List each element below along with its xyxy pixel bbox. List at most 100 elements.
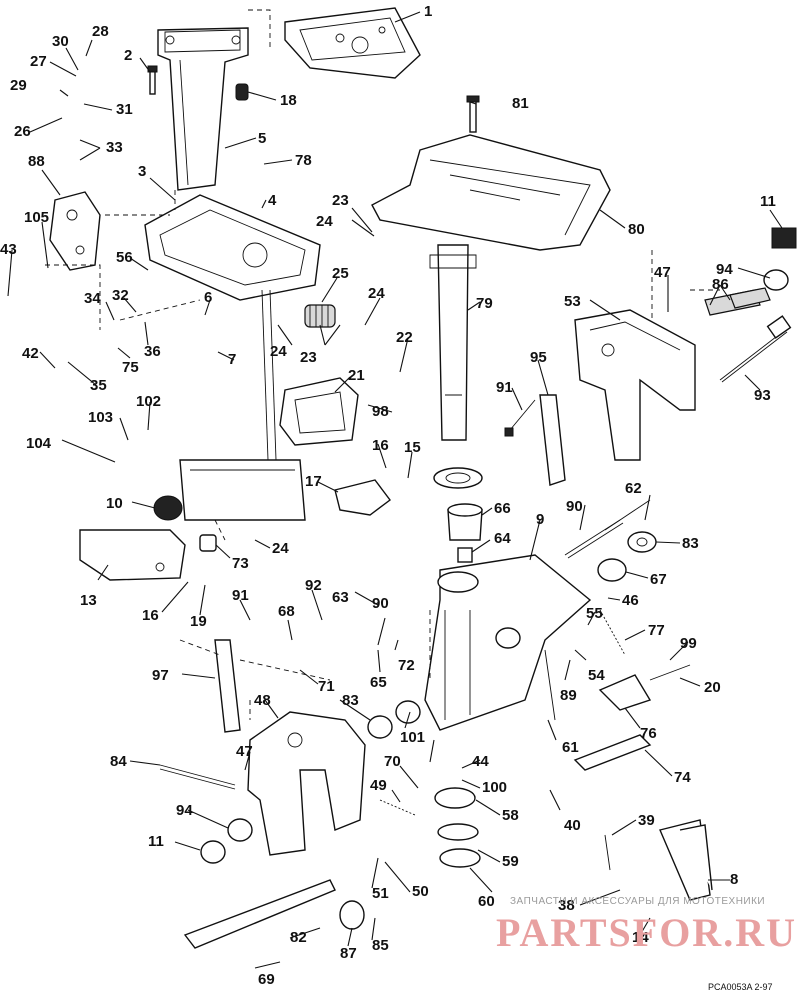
- callout-22: 22: [396, 329, 413, 346]
- assembly-lines: [45, 9, 720, 720]
- part-94-bushing-drawing-left: [227, 818, 253, 842]
- callout-88: 88: [28, 153, 45, 170]
- figure-code: PCA0053A 2-97: [708, 982, 773, 992]
- part-73-drawing: [199, 534, 217, 552]
- part-83-washer-drawing-right: [627, 531, 657, 553]
- callout-23a: 23: [332, 192, 349, 209]
- callout-3: 3: [138, 163, 146, 180]
- part-5-exhaust-tube-drawing: [157, 27, 249, 191]
- callout-9: 9: [536, 511, 544, 528]
- callout-16a: 16: [372, 437, 389, 454]
- callout-6: 6: [204, 289, 212, 306]
- part-18-grommet-drawing: [235, 83, 249, 101]
- part-59-ring-drawing: [437, 823, 479, 841]
- callout-81: 81: [512, 95, 529, 112]
- part-94-bushing-drawing: [763, 269, 789, 291]
- part-8-plate-drawing: [659, 819, 713, 901]
- callout-93: 93: [754, 387, 771, 404]
- callout-21: 21: [348, 367, 365, 384]
- callout-69: 69: [258, 971, 275, 988]
- callout-103: 103: [88, 409, 113, 426]
- part-17-plate-drawing: [334, 479, 391, 516]
- part-83-washer-drawing-left: [367, 715, 393, 739]
- part-88-bracket-drawing: [49, 191, 101, 271]
- callout-67: 67: [650, 571, 667, 588]
- part-80-cover-drawing: [371, 134, 611, 251]
- part-79-steering-tube-drawing: [429, 244, 477, 441]
- callout-78: 78: [295, 152, 312, 169]
- callout-83a: 83: [682, 535, 699, 552]
- part-77-spring-drawing: [599, 609, 626, 656]
- callout-18: 18: [280, 92, 297, 109]
- part-53-clamp-bracket-drawing: [574, 309, 696, 461]
- callout-97: 97: [152, 667, 169, 684]
- callout-65: 65: [370, 674, 387, 691]
- watermark: ЗАПЧАСТИ И АКСЕССУАРЫ ДЛЯ МОТОТЕХНИКИ PA…: [496, 896, 795, 955]
- callout-23b: 23: [300, 349, 317, 366]
- part-70-bushing-drawing: [395, 700, 421, 724]
- callout-79: 79: [476, 295, 493, 312]
- part-11-bushing-drawing-left: [200, 840, 226, 864]
- part-62-bolt-drawing: [604, 499, 651, 531]
- callout-54: 54: [588, 667, 605, 684]
- part-66-bushing-drawing: [447, 503, 483, 541]
- callout-76: 76: [640, 725, 657, 742]
- part-93-rod-drawing: [719, 315, 792, 383]
- part-97-lever-drawing: [214, 639, 241, 733]
- callout-91b: 91: [232, 587, 249, 604]
- callout-24a: 24: [316, 213, 333, 230]
- callout-62: 62: [625, 480, 642, 497]
- callout-55: 55: [586, 605, 603, 622]
- part-76-lever-drawing: [598, 674, 652, 711]
- callout-80: 80: [628, 221, 645, 238]
- callout-53: 53: [564, 293, 581, 310]
- part-39-drawing: [604, 834, 611, 871]
- callout-24b: 24: [368, 285, 385, 302]
- callout-77: 77: [648, 622, 665, 639]
- callout-82: 82: [290, 929, 307, 946]
- callout-13: 13: [80, 592, 97, 609]
- callout-39: 39: [638, 812, 655, 829]
- callout-20: 20: [704, 679, 721, 696]
- callout-98: 98: [372, 403, 389, 420]
- callout-27: 27: [30, 53, 47, 70]
- callout-56: 56: [116, 249, 133, 266]
- callout-24c: 24: [270, 343, 287, 360]
- part-60-ring-drawing: [439, 848, 481, 868]
- callout-58: 58: [502, 807, 519, 824]
- callout-61: 61: [562, 739, 579, 756]
- part-95-lever-drawing: [539, 394, 566, 486]
- callout-84: 84: [110, 753, 127, 770]
- callout-104: 104: [26, 435, 52, 452]
- part-21-lower-mount-drawing: [279, 377, 359, 446]
- callout-47a: 47: [654, 264, 671, 281]
- callout-44: 44: [472, 753, 489, 770]
- part-90-pin-drawing-right: [564, 519, 624, 559]
- callout-83b: 83: [342, 692, 359, 709]
- callout-75: 75: [122, 359, 139, 376]
- lower-housing-drawing: [179, 459, 306, 521]
- callout-30: 30: [52, 33, 69, 50]
- callout-7: 7: [228, 351, 236, 368]
- part-86-sleeve-drawing: [704, 287, 771, 316]
- callout-94b: 94: [176, 802, 193, 819]
- callout-48: 48: [254, 692, 271, 709]
- callout-11b: 11: [148, 833, 164, 850]
- callout-51: 51: [372, 885, 389, 902]
- callout-66: 66: [494, 500, 511, 517]
- callout-8: 8: [730, 871, 738, 888]
- callout-38: 38: [558, 897, 575, 914]
- callout-68: 68: [278, 603, 295, 620]
- part-25-mount-drawing: [304, 304, 336, 328]
- callout-14: 14: [632, 929, 649, 946]
- callout-10: 10: [106, 495, 123, 512]
- callout-94a: 94: [716, 261, 733, 278]
- part-58-ring-drawing: [434, 787, 476, 809]
- callout-11a: 11: [760, 193, 776, 210]
- callout-105: 105: [24, 209, 49, 226]
- callout-1: 1: [424, 3, 432, 20]
- callout-31: 31: [116, 101, 133, 118]
- leader-lines: [7, 11, 783, 969]
